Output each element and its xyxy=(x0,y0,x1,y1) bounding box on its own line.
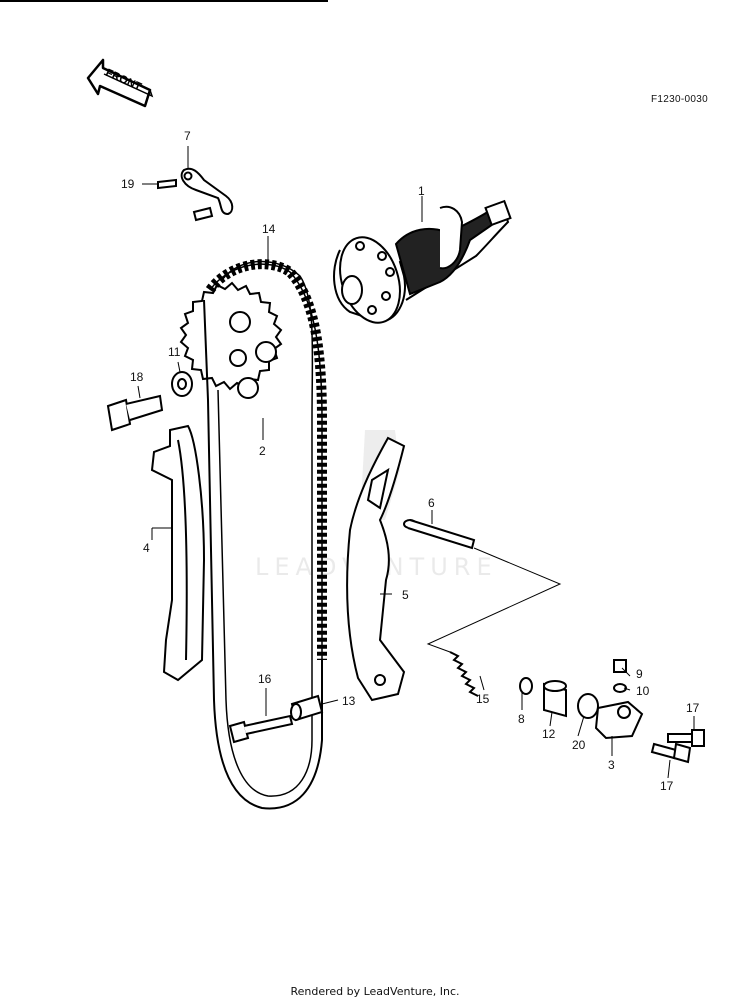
cam-sprocket xyxy=(179,281,283,399)
callout-6: 6 xyxy=(428,496,435,510)
tensioner-blade xyxy=(346,436,406,702)
callout-17-lower: 17 xyxy=(660,779,674,793)
callout-15: 15 xyxy=(476,692,490,706)
callout-16: 16 xyxy=(258,672,272,686)
callout-18: 18 xyxy=(130,370,144,384)
callout-11: 11 xyxy=(168,345,181,359)
front-arrow-icon: FRONT xyxy=(86,58,154,108)
callout-17-upper: 17 xyxy=(686,701,700,715)
rear-chain-guide xyxy=(150,424,206,682)
callout-5: 5 xyxy=(402,588,409,602)
callout-3: 3 xyxy=(608,758,615,772)
tensioner-parts xyxy=(519,659,644,740)
callout-13: 13 xyxy=(342,694,356,708)
callout-19: 19 xyxy=(121,177,135,191)
camshaft xyxy=(333,199,512,324)
tensioner-bolts xyxy=(650,729,705,764)
callout-8: 8 xyxy=(518,712,525,726)
cam-chain xyxy=(203,259,327,810)
callout-10: 10 xyxy=(636,684,650,698)
callout-1: 1 xyxy=(418,184,425,198)
callout-2: 2 xyxy=(259,444,266,458)
callout-7: 7 xyxy=(184,129,191,143)
callout-4: 4 xyxy=(143,541,150,555)
callout-9: 9 xyxy=(636,667,643,681)
leader-lines xyxy=(137,146,695,779)
figure-code: F1230-0030 xyxy=(651,94,708,105)
callout-12: 12 xyxy=(542,727,556,741)
chain-guide-bracket xyxy=(157,167,234,222)
callout-20: 20 xyxy=(572,738,586,752)
tensioner-pin xyxy=(403,519,476,550)
callout-14: 14 xyxy=(262,222,276,236)
tensioner-spring xyxy=(449,651,479,697)
pivot-bolt-and-collar xyxy=(228,694,324,744)
top-rule xyxy=(0,0,328,2)
callouts: 1 2 3 4 5 6 7 8 9 10 11 12 13 14 15 16 1… xyxy=(121,129,700,793)
footer-credit: Rendered by LeadVenture, Inc. xyxy=(290,985,460,998)
washer-and-bolt xyxy=(106,371,193,432)
